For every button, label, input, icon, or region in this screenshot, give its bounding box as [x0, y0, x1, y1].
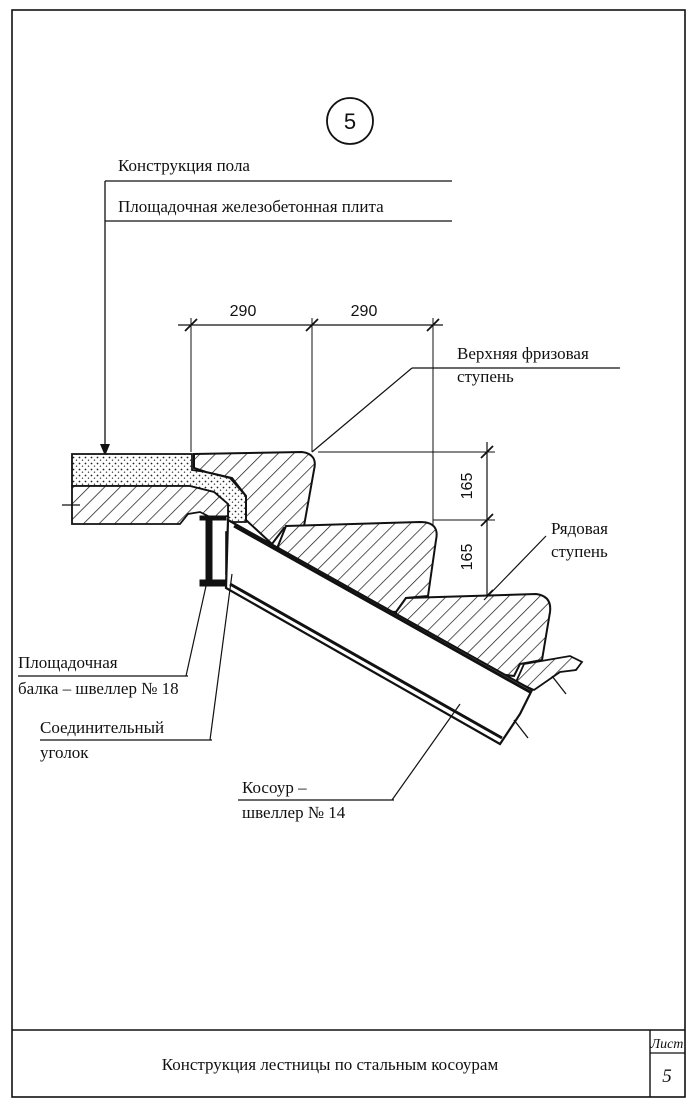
sheet-number: 5: [662, 1066, 672, 1087]
row-step-leader: [483, 535, 547, 601]
angle-leader: [209, 573, 233, 741]
angle-label-1: Соединительный: [40, 718, 164, 737]
frieze-leader: [311, 367, 413, 453]
row-step-label-1: Рядовая: [551, 519, 608, 538]
landing-slab-label: Площадочная железобетонная плита: [118, 197, 384, 216]
floor-leader-arrow: [100, 444, 110, 456]
tick-r1: [480, 445, 494, 459]
stringer-label-2: швеллер № 14: [242, 803, 346, 822]
top-frieze-step: [193, 450, 316, 546]
stringer-label-1: Косоур –: [242, 778, 307, 797]
beam-label-1: Площадочная: [18, 653, 118, 672]
tick-1: [184, 318, 198, 332]
stringer-leader: [391, 703, 461, 801]
frieze-step-label-1: Верхняя фризовая: [457, 344, 589, 363]
row-step-label-2: ступень: [551, 542, 608, 561]
step-break-line: [551, 675, 567, 695]
dim-tread-1: 290: [230, 303, 257, 320]
drawing-title: Конструкция лестницы по стальным косоура…: [162, 1055, 499, 1074]
stringer-bottom-flange: [229, 582, 503, 740]
dim-riser-2: 165: [459, 544, 476, 571]
stringer-break-line: [513, 719, 529, 739]
beam-label-2: балка – швеллер № 18: [18, 679, 179, 698]
tick-3: [426, 318, 440, 332]
sheet-label: Лист: [650, 1037, 684, 1052]
tick-r2: [480, 513, 494, 527]
floor-construction-label: Конструкция пола: [118, 156, 250, 175]
landing-beam-channel: [199, 515, 227, 587]
angle-label-2: уголок: [40, 743, 89, 762]
sheet-border: [11, 9, 686, 1098]
beam-leader: [185, 585, 207, 677]
dim-riser-1: 165: [459, 473, 476, 500]
tick-2: [305, 318, 319, 332]
detail-marker-number: 5: [344, 109, 356, 134]
detail-marker-circle: [326, 97, 374, 145]
dim-tread-2: 290: [351, 303, 378, 320]
frieze-step-label-2: ступень: [457, 367, 514, 386]
stringer-top-flange: [233, 524, 531, 694]
stringer-channel: [224, 518, 534, 746]
